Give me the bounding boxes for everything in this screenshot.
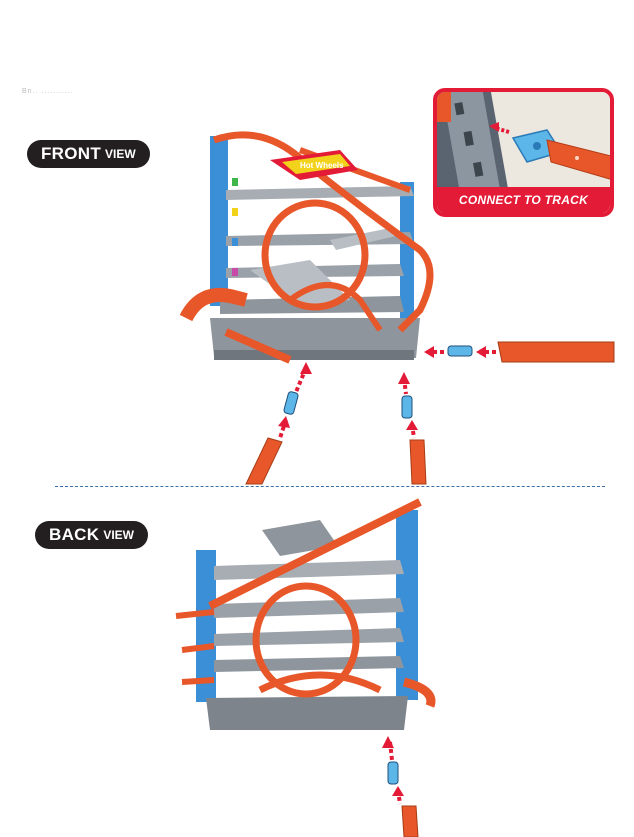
connect-to-track-callout: CONNECT TO TRACK bbox=[433, 88, 614, 217]
connect-to-track-label: CONNECT TO TRACK bbox=[437, 187, 610, 213]
front-view-label-main: FRONT bbox=[41, 144, 102, 163]
section-divider bbox=[55, 486, 605, 487]
front-floor-top bbox=[226, 186, 414, 200]
front-tower-column bbox=[210, 136, 228, 306]
front-loop-track bbox=[261, 199, 369, 311]
front-left-connection-arrow bbox=[245, 362, 312, 485]
front-view-label: FRONT VIEW bbox=[27, 140, 150, 168]
front-side-connection-arrow bbox=[424, 341, 615, 363]
faint-header-text: Bn.. ........... bbox=[22, 88, 74, 95]
back-view-label-main: BACK bbox=[49, 525, 100, 544]
back-view-label-sub: VIEW bbox=[103, 528, 134, 542]
front-right-connection-arrow bbox=[398, 372, 427, 485]
front-view-label-sub: VIEW bbox=[105, 147, 136, 161]
hot-wheels-logo-text: Hot Wheels bbox=[300, 161, 344, 170]
back-view-label: BACK VIEW bbox=[35, 521, 148, 549]
